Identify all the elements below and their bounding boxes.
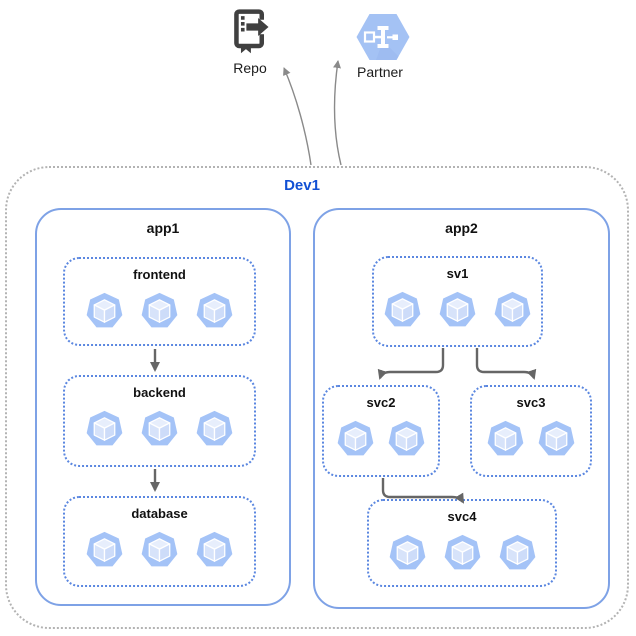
pod-icon — [86, 410, 123, 447]
pod-icon — [196, 292, 233, 329]
pod-icon — [384, 291, 421, 328]
service-box-sv1: sv1 — [372, 256, 543, 347]
service-label-svc4: svc4 — [447, 509, 477, 524]
service-label-database: database — [131, 506, 188, 521]
app1-title: app1 — [146, 220, 180, 236]
service-box-svc2: svc2 — [322, 385, 440, 477]
pod-icon — [141, 292, 178, 329]
service-box-svc3: svc3 — [470, 385, 592, 477]
pod-icon — [388, 420, 425, 457]
repo-label: Repo — [233, 60, 267, 76]
pod-icon — [86, 531, 123, 568]
pod-icon — [443, 534, 481, 571]
service-box-svc4: svc4 — [367, 499, 557, 587]
service-box-database: database — [63, 496, 256, 587]
pod-group-database — [85, 531, 234, 569]
pod-icon — [141, 410, 178, 447]
pod-icon — [388, 534, 426, 571]
pod-icon — [141, 531, 178, 568]
pod-group-svc3 — [486, 420, 576, 458]
service-box-frontend: frontend — [63, 257, 256, 346]
service-label-svc2: svc2 — [366, 395, 396, 410]
pod-group-backend — [85, 410, 234, 448]
pod-group-sv1 — [383, 291, 532, 329]
pod-group-frontend — [85, 292, 234, 330]
pod-icon — [487, 420, 524, 457]
arrow-dev1-partner — [333, 60, 342, 166]
pod-icon — [494, 291, 531, 328]
partner-icon — [356, 14, 410, 60]
dev1-boundary — [5, 166, 629, 629]
arrow-dev1-repo — [283, 67, 312, 166]
pod-icon — [498, 534, 536, 571]
pod-icon — [538, 420, 575, 457]
pod-icon — [439, 291, 476, 328]
pod-icon — [196, 410, 233, 447]
service-label-backend: backend — [133, 385, 186, 400]
service-box-backend: backend — [63, 375, 256, 467]
partner-label: Partner — [357, 64, 403, 80]
pod-icon — [196, 531, 233, 568]
service-label-sv1: sv1 — [446, 266, 469, 281]
service-label-frontend: frontend — [133, 267, 186, 282]
service-label-svc3: svc3 — [516, 395, 546, 410]
pod-icon — [337, 420, 374, 457]
pod-icon — [86, 292, 123, 329]
dev1-label: Dev1 — [284, 177, 320, 194]
app2-title: app2 — [445, 220, 478, 236]
repo-icon — [234, 9, 269, 54]
pod-group-svc4 — [388, 534, 537, 572]
pod-group-svc2 — [336, 420, 426, 458]
